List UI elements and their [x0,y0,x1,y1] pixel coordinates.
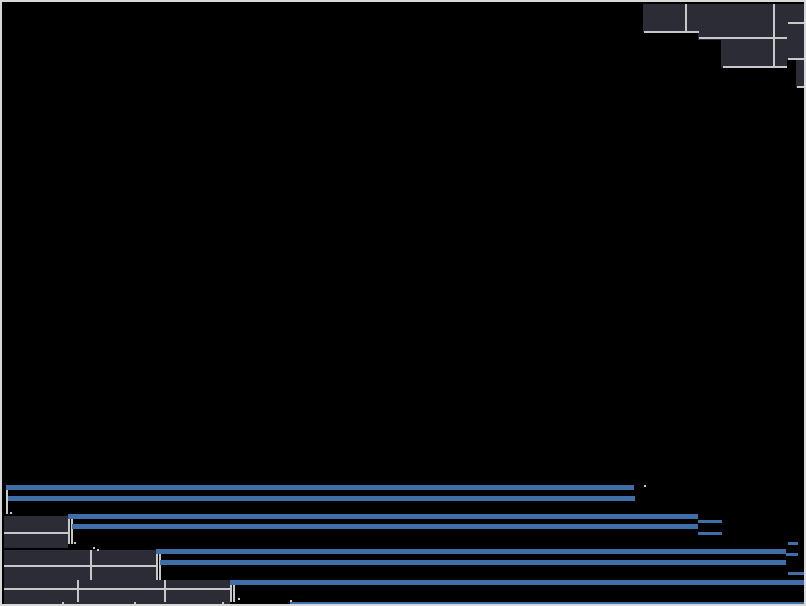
stray-pixel-9 [238,598,240,600]
step-separator-5 [68,518,70,544]
blue-bar-14 [290,602,804,604]
step-separator-7 [156,552,158,580]
step-separator-2 [77,580,79,602]
stray-pixel-4 [93,547,95,549]
blue-bar-4 [72,524,698,529]
step-separator-3 [164,580,166,602]
stray-pixel-7 [134,602,136,604]
blue-bar-1 [6,485,634,490]
corner-panel-mid [698,30,804,40]
corner-divider-4 [788,22,804,24]
corner-panel-edge [787,38,804,60]
step-panel-3 [4,580,230,604]
step-separator-6 [71,518,73,544]
corner-separator-1 [685,4,687,32]
corner-panel-top [643,4,804,32]
corner-divider-6 [797,86,804,88]
stray-pixel-5 [97,549,99,551]
step-divider-2 [4,565,156,567]
blue-bar-6 [698,532,722,535]
step-divider-1 [4,532,68,534]
blue-bar-2 [8,496,635,501]
step-separator-8 [159,552,161,580]
corner-panel-tail [796,60,804,88]
corner-panel-low [721,38,787,68]
step-separator-4 [6,490,8,514]
corner-divider-3 [723,66,787,68]
blue-bar-5 [698,520,722,523]
step-separator-10 [233,582,235,602]
blue-bar-7 [156,549,786,554]
corner-divider-5 [788,58,804,60]
blue-bar-8 [160,560,786,565]
blue-bar-10 [786,553,798,556]
blue-bar-12 [230,580,804,585]
blue-bar-13 [788,572,804,575]
corner-divider-1 [644,31,699,33]
blue-bar-9 [722,549,786,552]
blue-bar-11 [788,542,798,545]
stray-pixel-3 [74,542,76,544]
step-separator-9 [230,582,232,602]
step-divider-3 [4,588,230,590]
corner-divider-2 [699,37,787,39]
stray-pixel-8 [222,602,224,604]
stray-pixel-6 [62,602,64,604]
blue-bar-3 [68,514,698,519]
step-separator-1 [90,550,92,580]
stray-pixel-10 [290,600,292,602]
stray-pixel-1 [644,485,646,487]
corner-separator-2 [773,4,775,68]
stray-pixel-2 [10,512,12,514]
